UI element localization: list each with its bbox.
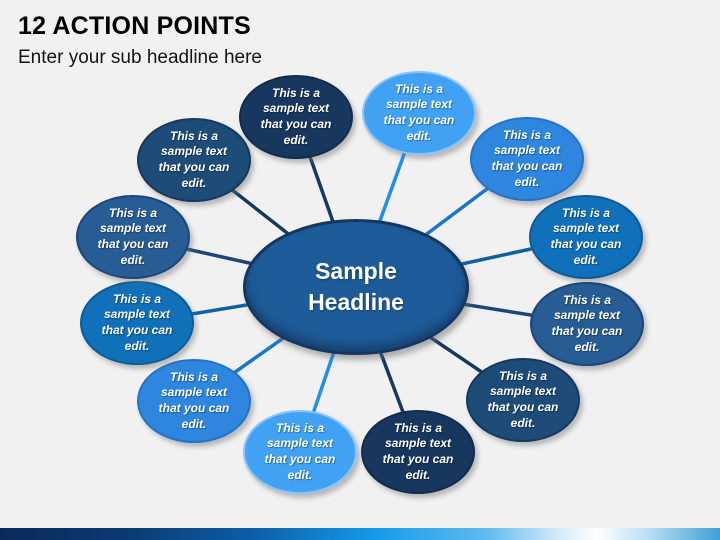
center-ellipse-label: Sample Headline: [308, 257, 404, 315]
action-point-label: This is a sample text that you can edit.: [260, 85, 332, 147]
slide-subtitle: Enter your sub headline here: [18, 47, 262, 68]
action-point-label: This is a sample text that you can edit.: [97, 205, 169, 267]
action-point-ellipse-6[interactable]: This is a sample text that you can edit.: [466, 358, 580, 442]
action-point-label: This is a sample text that you can edit.: [101, 291, 173, 353]
action-point-label: This is a sample text that you can edit.: [551, 292, 623, 354]
action-point-label: This is a sample text that you can edit.: [487, 368, 559, 430]
center-ellipse[interactable]: Sample Headline: [243, 219, 469, 355]
action-point-ellipse-11[interactable]: This is a sample text that you can edit.: [76, 195, 190, 279]
action-point-ellipse-2[interactable]: This is a sample text that you can edit.: [362, 71, 476, 155]
action-point-ellipse-4[interactable]: This is a sample text that you can edit.: [529, 195, 643, 279]
action-point-ellipse-7[interactable]: This is a sample text that you can edit.: [361, 410, 475, 494]
action-point-label: This is a sample text that you can edit.: [158, 128, 230, 190]
action-point-label: This is a sample text that you can edit.: [491, 127, 563, 189]
action-point-label: This is a sample text that you can edit.: [264, 420, 336, 482]
action-point-label: This is a sample text that you can edit.: [550, 205, 622, 267]
slide-title: 12 ACTION POINTS: [18, 12, 251, 40]
action-point-label: This is a sample text that you can edit.: [382, 420, 454, 482]
action-point-ellipse-9[interactable]: This is a sample text that you can edit.: [137, 359, 251, 443]
action-point-ellipse-8[interactable]: This is a sample text that you can edit.: [243, 410, 357, 494]
action-point-label: This is a sample text that you can edit.: [383, 81, 455, 143]
action-point-ellipse-1[interactable]: This is a sample text that you can edit.: [239, 75, 353, 159]
action-point-ellipse-5[interactable]: This is a sample text that you can edit.: [530, 282, 644, 366]
action-point-ellipse-12[interactable]: This is a sample text that you can edit.: [137, 118, 251, 202]
action-point-ellipse-3[interactable]: This is a sample text that you can edit.: [470, 117, 584, 201]
action-point-ellipse-10[interactable]: This is a sample text that you can edit.: [80, 281, 194, 365]
footer-gradient-bar: [0, 528, 720, 540]
action-point-label: This is a sample text that you can edit.: [158, 369, 230, 431]
